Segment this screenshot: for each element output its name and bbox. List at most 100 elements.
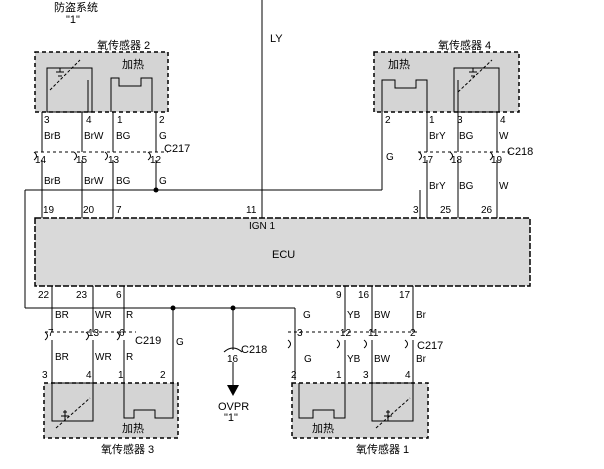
sensor2-pin: 1: [117, 115, 123, 126]
ecu-pin: 16: [358, 290, 370, 301]
c217-pin: 14: [35, 155, 47, 166]
wire-color: G: [159, 176, 167, 187]
ecu-pin: 23: [76, 290, 88, 301]
sensor2-heater-icon: [110, 77, 153, 112]
sensor1-pin: 1: [336, 370, 342, 381]
sensor4-pin: 4: [500, 115, 506, 126]
sensor2-element-icon: [46, 59, 93, 113]
wire-color: BG: [116, 131, 131, 142]
sensor1-pin: 2: [291, 370, 297, 381]
wire-ly-label: LY: [270, 33, 283, 45]
system-ref: "1": [66, 14, 80, 26]
wire-color: G: [176, 337, 184, 348]
wire-color: BR: [55, 352, 69, 363]
c218-mid-label: C218: [241, 344, 267, 356]
wire-color: WR: [95, 352, 112, 363]
c219-pin: 13: [88, 328, 100, 339]
c218-mid-pin: 16: [227, 354, 239, 365]
ovpr-ref: "1": [224, 412, 238, 424]
sensor3-pin: 2: [160, 370, 166, 381]
wire-color: YB: [347, 310, 361, 321]
sensor2-heater-label: 加热: [122, 58, 144, 71]
arrow-down-icon: [227, 385, 239, 396]
wire-color: G: [304, 354, 312, 365]
ecu-pin: 25: [440, 205, 452, 216]
sensor1-heater-label: 加热: [312, 422, 334, 435]
ecu-pin: 19: [43, 205, 55, 216]
wire-color: BrW: [84, 176, 104, 187]
sensor3-box: [43, 382, 179, 439]
ecu-pin: 17: [399, 290, 411, 301]
wire-color: G: [303, 310, 311, 321]
wire-color: BG: [459, 181, 474, 192]
ecu-pin: 22: [38, 290, 50, 301]
wire-color: W: [499, 131, 509, 142]
sensor3-heater-icon: [123, 383, 174, 419]
ecu-pin: 20: [83, 205, 95, 216]
wire-color: G: [386, 152, 394, 163]
sensor4-pin: 1: [429, 115, 435, 126]
sensor1-heater-icon: [298, 383, 346, 419]
wire-color: BrY: [429, 181, 446, 192]
wire-color: BG: [116, 176, 131, 187]
ecu-pin: 3: [413, 205, 419, 216]
sensor1-pin: 3: [363, 370, 369, 381]
sensor2-pin: 3: [44, 115, 50, 126]
c219-label: C219: [135, 335, 161, 347]
wire-color: BW: [374, 310, 391, 321]
c219-pin: 7: [48, 328, 54, 339]
ecu-label: ECU: [272, 249, 295, 261]
ecu-pin: 6: [116, 290, 122, 301]
wire-color: BrB: [44, 131, 61, 142]
ecu-ign-label: IGN 1: [249, 221, 276, 232]
sensor2-pin: 4: [86, 115, 92, 126]
wire-color: BrW: [84, 131, 104, 142]
c218-top-label: C218: [507, 146, 533, 158]
c218-mid-connector: [223, 347, 243, 353]
c218-pin: 18: [451, 155, 463, 166]
wire-color: BrY: [429, 131, 446, 142]
sensor3-element-icon: [51, 382, 94, 429]
sensor2-box: [34, 51, 169, 113]
sensor4-pin: 2: [385, 115, 391, 126]
wire-color: YB: [347, 354, 361, 365]
sensor3-pin: 1: [118, 370, 124, 381]
wire-color: BrB: [44, 176, 61, 187]
ecu-pin: 9: [336, 290, 342, 301]
wire-color: Br: [416, 354, 427, 365]
sensor4-heater-icon: [381, 79, 428, 112]
wire-color: Br: [416, 310, 427, 321]
wire-color: BG: [459, 131, 474, 142]
wire-color: W: [499, 181, 509, 192]
ovpr-label: OVPR: [218, 401, 249, 413]
c217-top-label: C217: [164, 143, 190, 155]
c217-pin: 2: [410, 328, 416, 339]
sensor3-pin: 3: [42, 370, 48, 381]
ecu-pin: 26: [481, 205, 493, 216]
c217-pin: 3: [297, 328, 303, 339]
wire-color: WR: [95, 310, 112, 321]
wire-color: BW: [374, 354, 391, 365]
c217-bot-label: C217: [417, 340, 443, 352]
ecu-pin: 11: [246, 205, 257, 216]
sensor3-pin: 4: [86, 370, 92, 381]
c218-pin: 17: [422, 155, 434, 166]
sensor4-box: [373, 51, 520, 113]
ecu-box: [34, 217, 531, 287]
sensor1-element-icon: [371, 382, 414, 429]
sensor3-title: 氧传感器 3: [101, 442, 154, 456]
sensor1-pin: 4: [405, 370, 411, 381]
sensor4-heater-label: 加热: [388, 58, 410, 71]
system-title: 防盗系统: [54, 0, 98, 14]
wire-color: BR: [55, 310, 69, 321]
sensor2-title: 氧传感器 2: [97, 38, 150, 52]
c217-pin: 11: [368, 328, 379, 339]
sensor4-element-icon: [453, 59, 500, 113]
c219-pin: 6: [119, 328, 125, 339]
c217-pin: 12: [340, 328, 352, 339]
wire-color: R: [126, 352, 133, 363]
sensor3-heater-label: 加热: [122, 422, 144, 435]
wire-color: R: [126, 310, 133, 321]
sensor4-pin: 3: [457, 115, 463, 126]
